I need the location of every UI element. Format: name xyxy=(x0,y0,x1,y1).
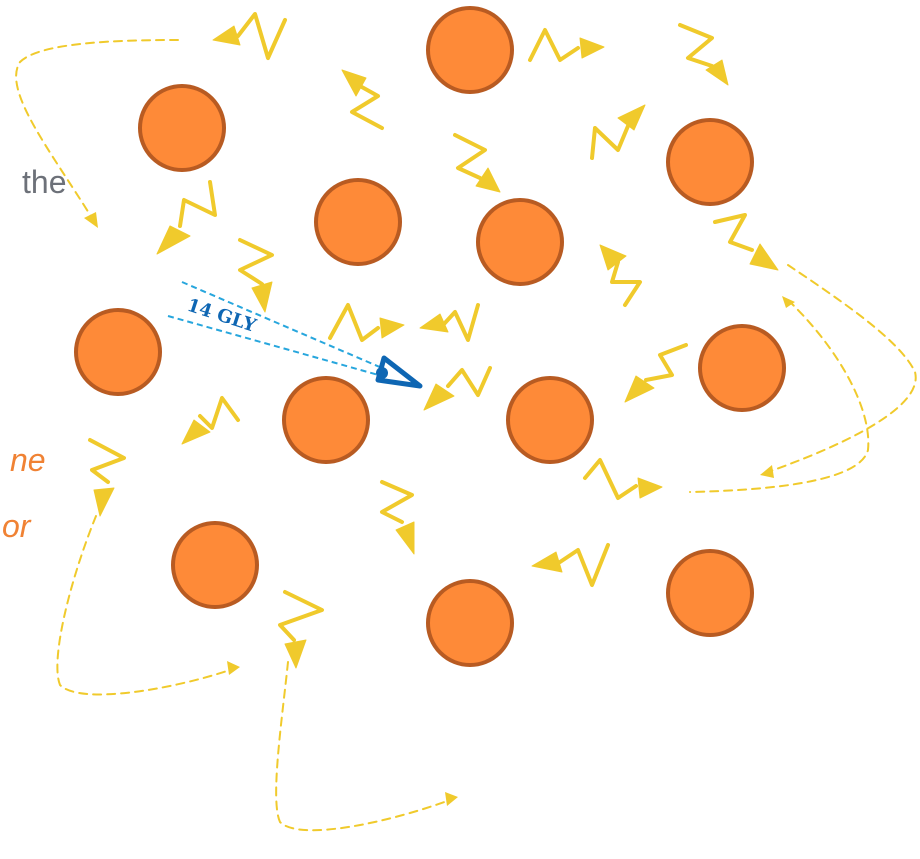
wavy-arrow-icon xyxy=(278,590,324,669)
stars xyxy=(74,6,786,667)
star xyxy=(74,308,162,396)
wavy-arrow-icon xyxy=(590,104,646,160)
sight-line-upper xyxy=(181,281,383,369)
photon-trails xyxy=(15,39,917,832)
photon-trail xyxy=(689,299,870,493)
trail-arrowhead xyxy=(782,296,795,308)
wavy-arrow-icon xyxy=(624,343,688,403)
wavy-arrow-icon xyxy=(156,180,217,255)
photon-trail xyxy=(15,39,179,219)
trail-arrowhead xyxy=(227,661,240,675)
wavy-arrow-icon xyxy=(88,438,126,517)
wavy-arrow-icon xyxy=(238,238,274,313)
star xyxy=(506,376,594,464)
star xyxy=(426,579,514,667)
star xyxy=(171,521,259,609)
wavy-arrow-icon xyxy=(678,23,729,86)
wavy-arrow-icon xyxy=(419,303,480,342)
clipped-text-or: or xyxy=(2,508,31,544)
wavy-arrow-icon xyxy=(212,12,287,60)
wavy-arrow-icon xyxy=(453,133,501,193)
observer-sight: 14 GLY xyxy=(167,281,383,377)
wavy-arrow-icon xyxy=(380,480,415,555)
wavy-arrow-icon xyxy=(181,396,240,445)
star xyxy=(666,549,754,637)
photons xyxy=(88,12,779,669)
sight-line-lower xyxy=(167,315,383,377)
clipped-text-the: the xyxy=(22,164,67,200)
star xyxy=(138,84,226,172)
trail-arrowhead xyxy=(760,465,774,478)
star xyxy=(698,324,786,412)
star xyxy=(426,6,514,94)
wavy-arrow-icon xyxy=(341,69,384,130)
photon-trail xyxy=(275,661,451,832)
wavy-arrow-icon xyxy=(528,28,605,62)
star xyxy=(476,198,564,286)
photon-trail xyxy=(56,515,231,696)
wavy-arrow-icon xyxy=(531,543,610,587)
wavy-arrow-icon xyxy=(599,244,642,307)
star xyxy=(666,118,754,206)
clipped-text-ne: ne xyxy=(10,442,46,478)
wavy-arrow-icon xyxy=(713,213,779,271)
photon-trail xyxy=(767,264,917,473)
star xyxy=(314,178,402,266)
trail-arrowhead xyxy=(445,792,458,806)
star xyxy=(282,376,370,464)
trail-arrowhead xyxy=(84,212,98,228)
eye-icon xyxy=(375,355,423,389)
wavy-arrow-icon xyxy=(583,458,663,500)
wavy-arrow-icon xyxy=(328,303,405,342)
wavy-arrow-icon xyxy=(423,366,492,411)
